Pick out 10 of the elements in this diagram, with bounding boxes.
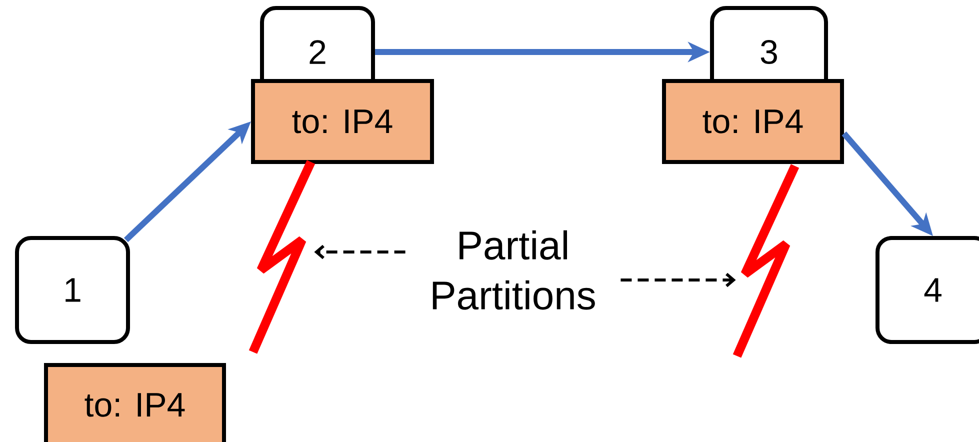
packet-box: to: IP4 bbox=[251, 79, 434, 164]
host-box: 4 bbox=[876, 236, 979, 344]
packet-box: to: IP4 bbox=[662, 79, 844, 164]
annotation-text: Partial Partitions bbox=[432, 230, 595, 310]
dashed-arrow bbox=[620, 272, 736, 288]
packet-box: to: IP4 bbox=[44, 363, 226, 442]
host-box: 1 bbox=[15, 236, 130, 344]
dashed-arrow bbox=[314, 244, 406, 260]
lightning-bolt bbox=[732, 164, 800, 358]
lightning-bolt bbox=[248, 160, 316, 354]
